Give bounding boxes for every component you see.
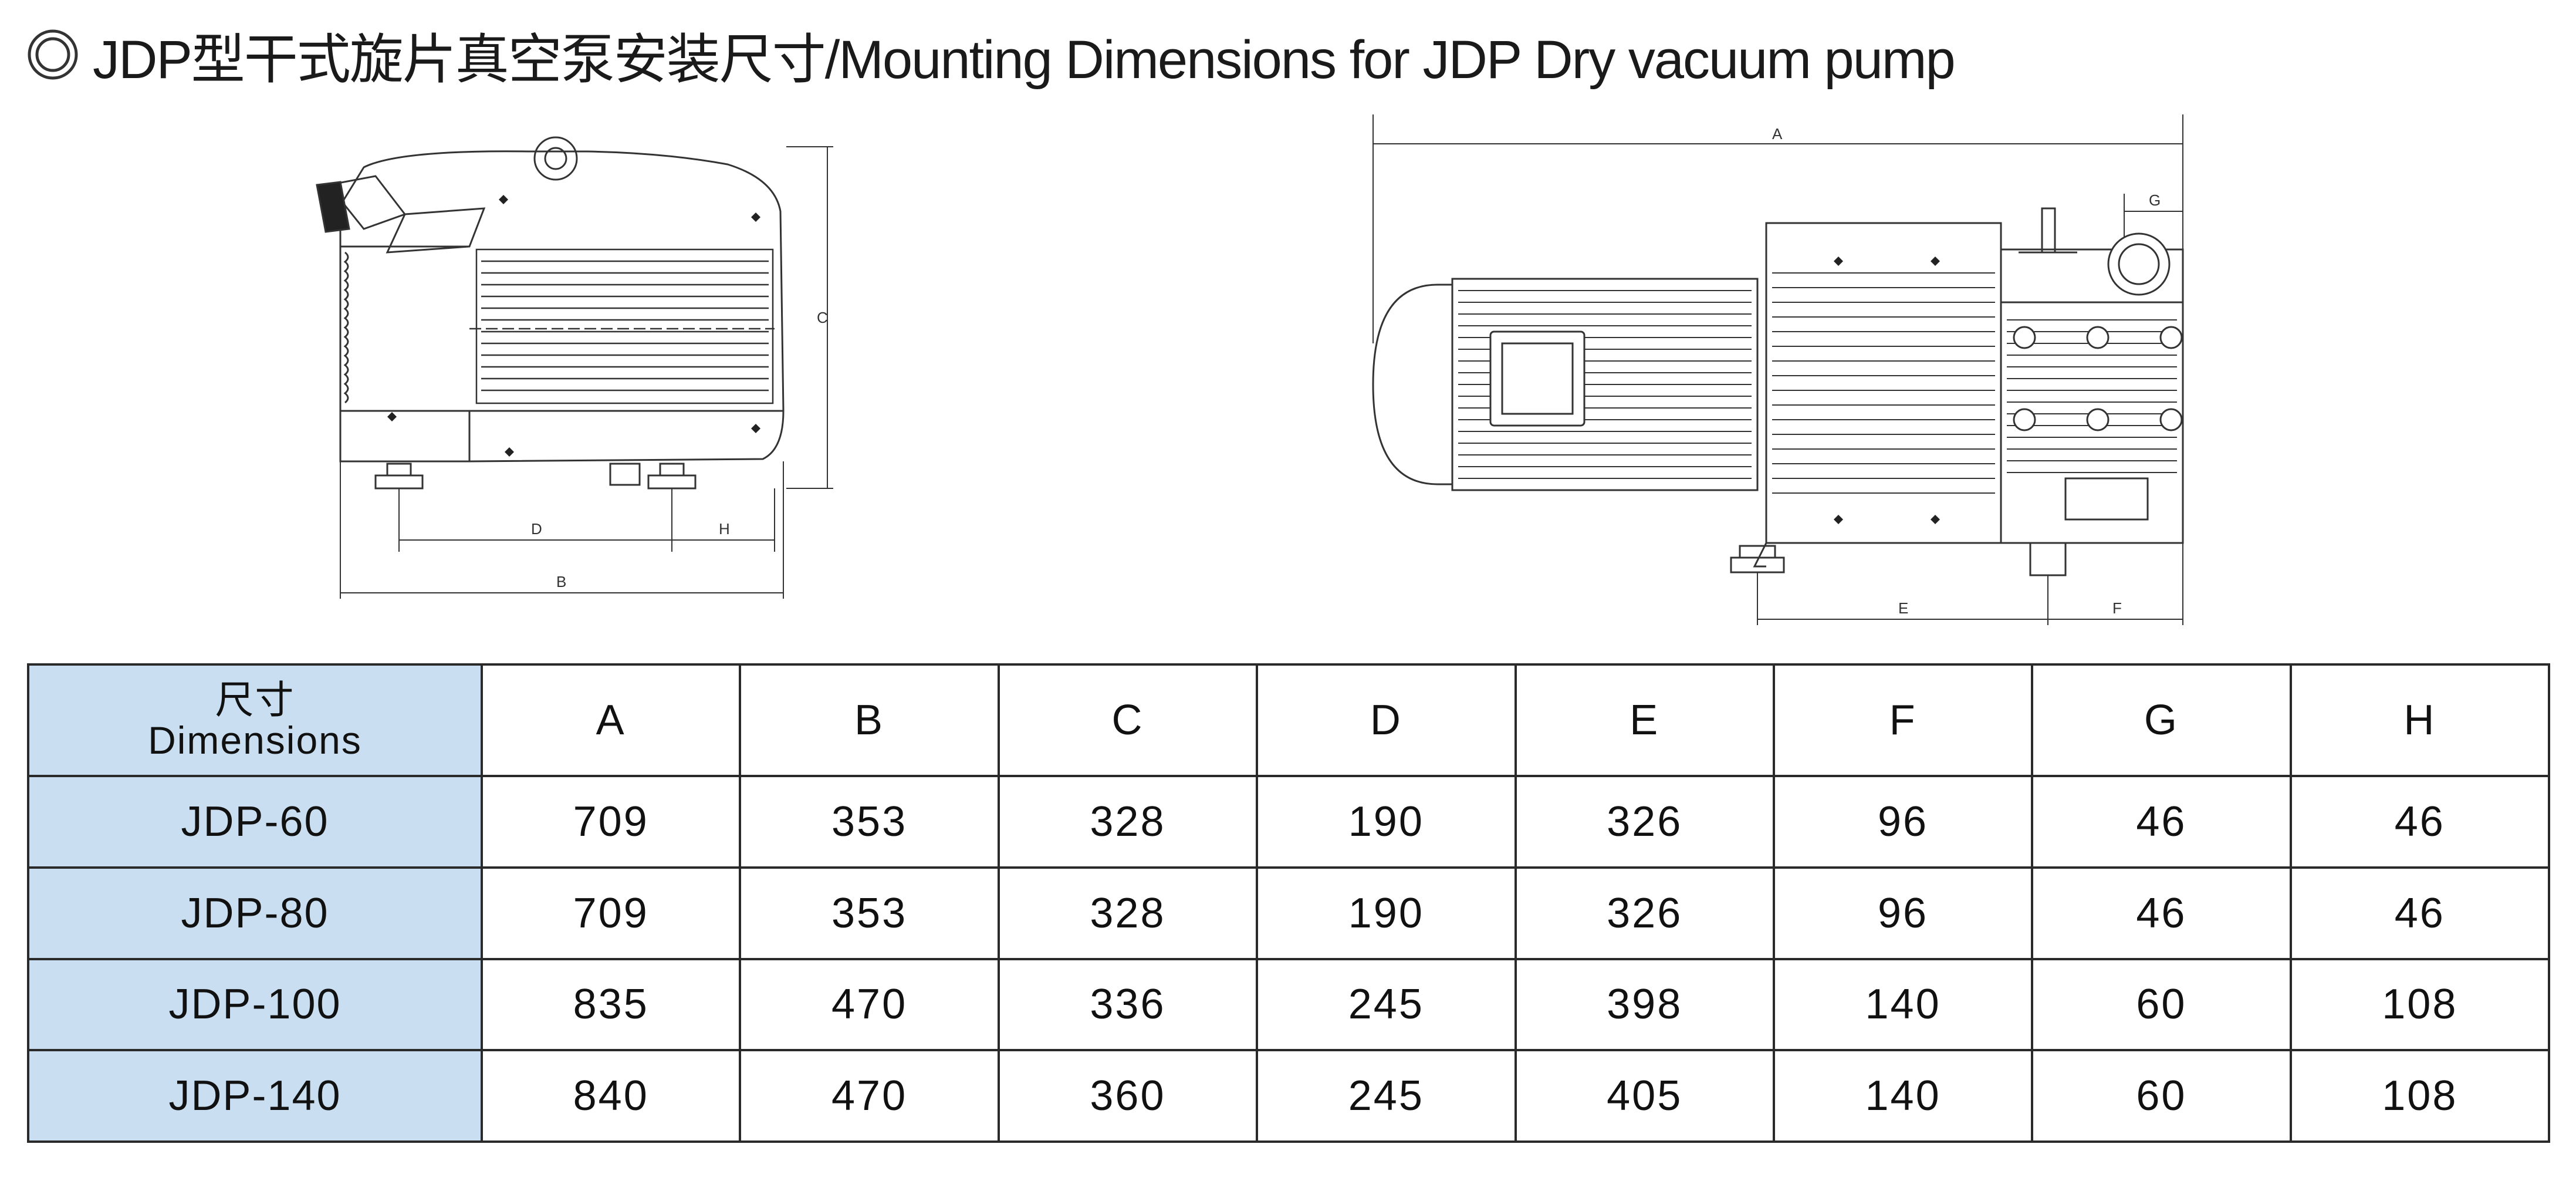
- dimension-d-h: [398, 488, 775, 552]
- pump-side-view-drawing: A G: [1372, 114, 2184, 625]
- page-title: JDP型干式旋片真空泵安装尺寸/Mounting Dimensions for …: [23, 16, 1956, 93]
- value-cell: 140: [1772, 1049, 2034, 1143]
- value-cell: 353: [739, 866, 1000, 960]
- value-cell: 96: [1772, 866, 2034, 960]
- label-e: E: [1898, 599, 1908, 617]
- column-header: G: [2031, 663, 2292, 777]
- coupling-housing: [1765, 222, 2002, 544]
- model-cell: JDP-100: [27, 957, 483, 1052]
- dimension-e-f: [1757, 543, 2183, 625]
- value-cell: 336: [997, 957, 1259, 1052]
- value-cell: 108: [2289, 1049, 2551, 1143]
- value-cell: 108: [2289, 957, 2551, 1052]
- value-cell: 96: [1772, 775, 2034, 869]
- motor: [1372, 278, 1759, 491]
- model-cell: JDP-60: [27, 775, 483, 869]
- table-header-row: 尺寸 Dimensions A B C D E F G H: [27, 663, 2551, 777]
- pump-body-outline: [339, 150, 785, 463]
- value-cell: 190: [1256, 866, 1517, 960]
- base-feet: [1730, 542, 2067, 576]
- model-cell: JDP-140: [27, 1049, 483, 1143]
- table-row: JDP-100 835 470 336 245 398 140 60 108: [27, 957, 2551, 1052]
- exhaust-port: [2019, 207, 2171, 296]
- value-cell: 470: [739, 1049, 1000, 1143]
- model-cell: JDP-80: [27, 866, 483, 960]
- value-cell: 140: [1772, 957, 2034, 1052]
- value-cell: 405: [1514, 1049, 1775, 1143]
- column-header: A: [480, 663, 742, 777]
- table-row: JDP-80 709 353 328 190 326 96 46 46: [27, 866, 2551, 960]
- table-row: JDP-140 840 470 360 245 405 140 60 108: [27, 1049, 2551, 1143]
- value-cell: 328: [997, 866, 1259, 960]
- inlet-port: [316, 175, 486, 254]
- column-header: B: [739, 663, 1000, 777]
- value-cell: 360: [997, 1049, 1259, 1143]
- nameplate: [2064, 477, 2149, 521]
- value-cell: 353: [739, 775, 1000, 869]
- column-header: D: [1256, 663, 1517, 777]
- column-header: F: [1772, 663, 2034, 777]
- value-cell: 835: [480, 957, 742, 1052]
- value-cell: 46: [2289, 866, 2551, 960]
- mounting-feet: [374, 463, 697, 490]
- value-cell: 326: [1514, 866, 1775, 960]
- value-cell: 46: [2031, 866, 2292, 960]
- pump-block: [2000, 248, 2184, 544]
- value-cell: 46: [2031, 775, 2292, 869]
- header-en: Dimensions: [148, 718, 362, 762]
- label-a: A: [1772, 125, 1783, 143]
- label-h: H: [719, 520, 730, 538]
- value-cell: 709: [480, 775, 742, 869]
- column-header: C: [997, 663, 1259, 777]
- value-cell: 245: [1256, 957, 1517, 1052]
- value-cell: 398: [1514, 957, 1775, 1052]
- value-cell: 840: [480, 1049, 742, 1143]
- header-dimensions-cell: 尺寸 Dimensions: [27, 663, 483, 777]
- value-cell: 245: [1256, 1049, 1517, 1143]
- label-g: G: [2149, 191, 2161, 209]
- pump-end-view-drawing: C D H B: [316, 136, 833, 599]
- page-title-text: JDP型干式旋片真空泵安装尺寸/Mounting Dimensions for …: [93, 29, 1956, 90]
- cooling-fins: [469, 248, 775, 404]
- value-cell: 60: [2031, 957, 2292, 1052]
- table-row: JDP-60 709 353 328 190 326 96 46 46: [27, 775, 2551, 869]
- ribbed-edge: [343, 251, 349, 404]
- value-cell: 326: [1514, 775, 1775, 869]
- label-d: D: [531, 520, 542, 538]
- value-cell: 46: [2289, 775, 2551, 869]
- lifting-eye: [533, 136, 578, 181]
- bolt-markers: [387, 195, 760, 457]
- value-cell: 709: [480, 866, 742, 960]
- value-cell: 470: [739, 957, 1000, 1052]
- dimension-b: [340, 461, 784, 599]
- column-header: E: [1514, 663, 1775, 777]
- label-b: B: [556, 573, 566, 590]
- column-header: H: [2289, 663, 2551, 777]
- double-circle-icon: [28, 29, 78, 80]
- label-c: C: [817, 309, 828, 326]
- bolt-circles: [2013, 326, 2183, 431]
- dimensions-table: 尺寸 Dimensions A B C D E F G H JDP-60 709…: [27, 663, 2551, 1143]
- label-f: F: [2112, 599, 2122, 617]
- value-cell: 60: [2031, 1049, 2292, 1143]
- dimension-c: [786, 146, 833, 489]
- value-cell: 328: [997, 775, 1259, 869]
- dimension-a: [1372, 114, 2183, 343]
- header-cn: 尺寸: [215, 677, 295, 721]
- value-cell: 190: [1256, 775, 1517, 869]
- fastener-markers: [1834, 257, 1940, 524]
